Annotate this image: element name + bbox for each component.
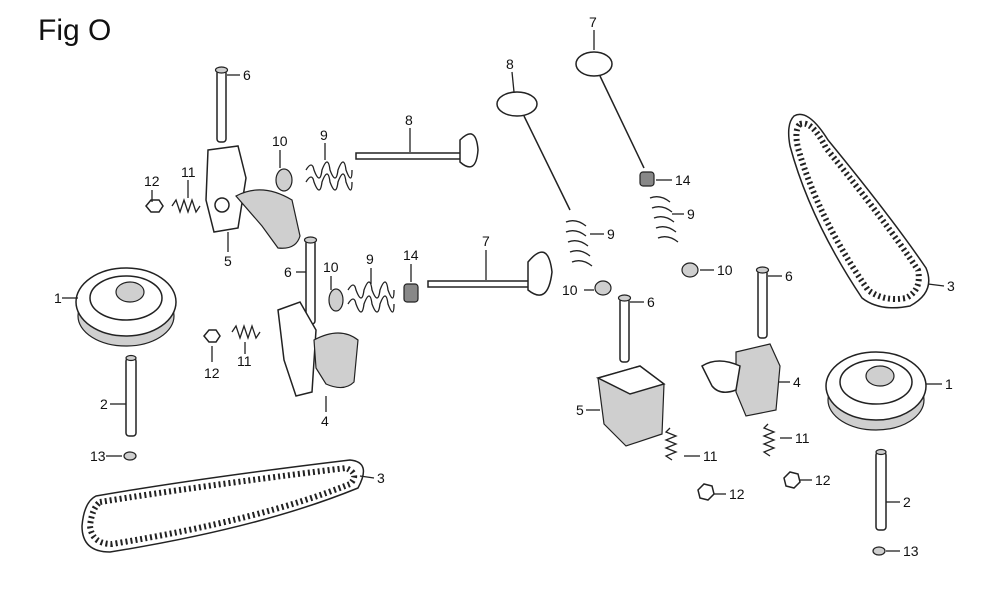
shaft-right <box>875 448 887 531</box>
rocker-arm-lower-left <box>277 301 359 397</box>
valve-lower-left <box>427 251 553 296</box>
nut-middle <box>697 483 715 501</box>
bolt-right <box>755 266 770 339</box>
nut-lower-left <box>203 329 221 343</box>
callout-4b: 4 <box>793 374 801 390</box>
callout-5a: 5 <box>224 253 232 269</box>
valve-seal-left <box>403 283 419 303</box>
timing-belt-left <box>81 459 365 553</box>
valve-spring-middle-7 <box>649 196 679 243</box>
adjuster-spring-lower-left <box>231 323 261 341</box>
callout-1a: 1 <box>54 290 62 306</box>
callout-13b: 13 <box>903 543 919 559</box>
valve-middle-diagonal-8 <box>496 91 571 211</box>
cam-pulley-left <box>75 267 177 347</box>
callout-13a: 13 <box>90 448 106 464</box>
washer-middle-8 <box>594 280 612 296</box>
washer-lower-left <box>328 288 344 312</box>
callout-2b: 2 <box>903 494 911 510</box>
callout-10a: 10 <box>272 133 288 149</box>
callout-3a: 3 <box>377 470 385 486</box>
callout-11c: 11 <box>703 448 718 464</box>
valve-spring-middle-8 <box>565 220 593 267</box>
callout-6b: 6 <box>284 264 292 280</box>
callout-1b: 1 <box>945 376 953 392</box>
washer-13-right <box>872 546 886 556</box>
leader-lines <box>62 30 945 552</box>
rocker-arm-middle <box>595 365 666 447</box>
callout-14a: 14 <box>403 247 419 263</box>
bolt-middle <box>617 294 632 363</box>
shaft-left <box>125 354 137 437</box>
callout-10c: 10 <box>562 282 578 298</box>
callout-11d: 11 <box>795 430 810 446</box>
callout-9b: 9 <box>366 251 374 267</box>
callout-7a: 7 <box>482 233 490 249</box>
callout-6c: 6 <box>647 294 655 310</box>
valve-upper-left <box>355 133 479 168</box>
figure-title: Fig O <box>38 14 112 47</box>
valve-seal-middle <box>639 171 655 187</box>
adjuster-spring-upper-left <box>171 197 201 215</box>
nut-upper-left <box>145 199 164 213</box>
rocker-arm-upper-left <box>205 145 301 249</box>
callout-11b: 11 <box>237 353 252 369</box>
valve-spring-lower-left <box>347 281 395 313</box>
callout-7b: 7 <box>589 14 597 30</box>
callout-9c: 9 <box>607 226 615 242</box>
washer-13-left <box>123 451 137 461</box>
callout-10d: 10 <box>717 262 733 278</box>
washer-upper-left <box>275 168 293 192</box>
callout-12b: 12 <box>204 365 220 381</box>
callout-2a: 2 <box>100 396 108 412</box>
callout-6d: 6 <box>785 268 793 284</box>
adjuster-spring-middle <box>664 427 678 461</box>
callout-12a: 12 <box>144 173 160 189</box>
rocker-arm-right <box>701 343 781 417</box>
callout-11a: 11 <box>181 164 196 180</box>
valve-middle-diagonal-7 <box>575 51 645 169</box>
callout-12c: 12 <box>729 486 745 502</box>
callout-14b: 14 <box>675 172 691 188</box>
callout-9a: 9 <box>320 127 328 143</box>
callout-5b: 5 <box>576 402 584 418</box>
callout-12d: 12 <box>815 472 831 488</box>
washer-middle-7 <box>681 262 699 278</box>
callout-4a: 4 <box>321 413 329 429</box>
bolt-upper-left <box>214 66 229 143</box>
callout-3b: 3 <box>947 278 955 294</box>
callout-8b: 8 <box>506 56 514 72</box>
valve-spring-upper-left <box>305 161 353 191</box>
timing-belt-right <box>787 113 930 309</box>
bolt-lower-left <box>303 236 318 325</box>
callout-9d: 9 <box>687 206 695 222</box>
nut-right <box>783 471 801 489</box>
callout-6a: 6 <box>243 67 251 83</box>
callout-10b: 10 <box>323 259 339 275</box>
callout-8a: 8 <box>405 112 413 128</box>
cam-pulley-right <box>825 351 927 431</box>
adjuster-spring-right <box>762 423 776 457</box>
